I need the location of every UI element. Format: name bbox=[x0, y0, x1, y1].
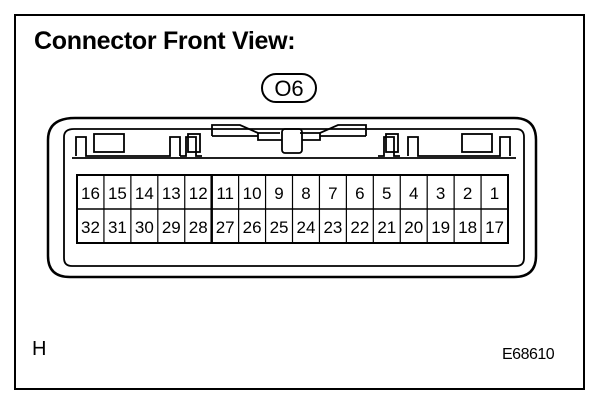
pin-number: 29 bbox=[162, 218, 181, 237]
pin-number: 4 bbox=[409, 184, 418, 203]
pin-number: 24 bbox=[297, 218, 316, 237]
pin-number: 12 bbox=[189, 184, 208, 203]
connector-guide-features bbox=[72, 124, 516, 159]
pin-number: 15 bbox=[108, 184, 127, 203]
pin-number: 30 bbox=[135, 218, 154, 237]
pin-number: 16 bbox=[81, 184, 100, 203]
connector-code-label: O6 bbox=[274, 76, 303, 101]
pin-number: 32 bbox=[81, 218, 100, 237]
pin-number: 19 bbox=[431, 218, 450, 237]
pin-number: 6 bbox=[355, 184, 364, 203]
pin-number: 10 bbox=[243, 184, 262, 203]
pin-number: 26 bbox=[243, 218, 262, 237]
pin-number: 2 bbox=[463, 184, 472, 203]
pin-number: 17 bbox=[485, 218, 504, 237]
pin-number: 28 bbox=[189, 218, 208, 237]
connector-code-badge: O6 bbox=[261, 73, 317, 103]
figure-title: Connector Front View: bbox=[34, 27, 296, 55]
pin-number: 7 bbox=[328, 184, 337, 203]
pin-number: 11 bbox=[216, 184, 234, 203]
figure-code-label: E68610 bbox=[502, 346, 555, 363]
pin-number: 5 bbox=[382, 184, 391, 203]
pin-number: 27 bbox=[216, 218, 235, 237]
pin-number: 22 bbox=[350, 218, 369, 237]
pin-number: 1 bbox=[490, 184, 499, 203]
pin-number: 3 bbox=[436, 184, 445, 203]
pin-number: 8 bbox=[301, 184, 310, 203]
pin-number: 9 bbox=[274, 184, 283, 203]
pin-number: 21 bbox=[377, 218, 396, 237]
pin-number: 31 bbox=[108, 218, 127, 237]
pin-number: 25 bbox=[270, 218, 289, 237]
pin-number: 14 bbox=[135, 184, 154, 203]
pin-number: 23 bbox=[323, 218, 342, 237]
connector-housing-inner bbox=[63, 128, 525, 267]
pin-number: 13 bbox=[162, 184, 181, 203]
pin-number: 20 bbox=[404, 218, 423, 237]
pin-number: 18 bbox=[458, 218, 477, 237]
figure-frame bbox=[14, 14, 585, 390]
corner-label-left: H bbox=[32, 338, 47, 360]
